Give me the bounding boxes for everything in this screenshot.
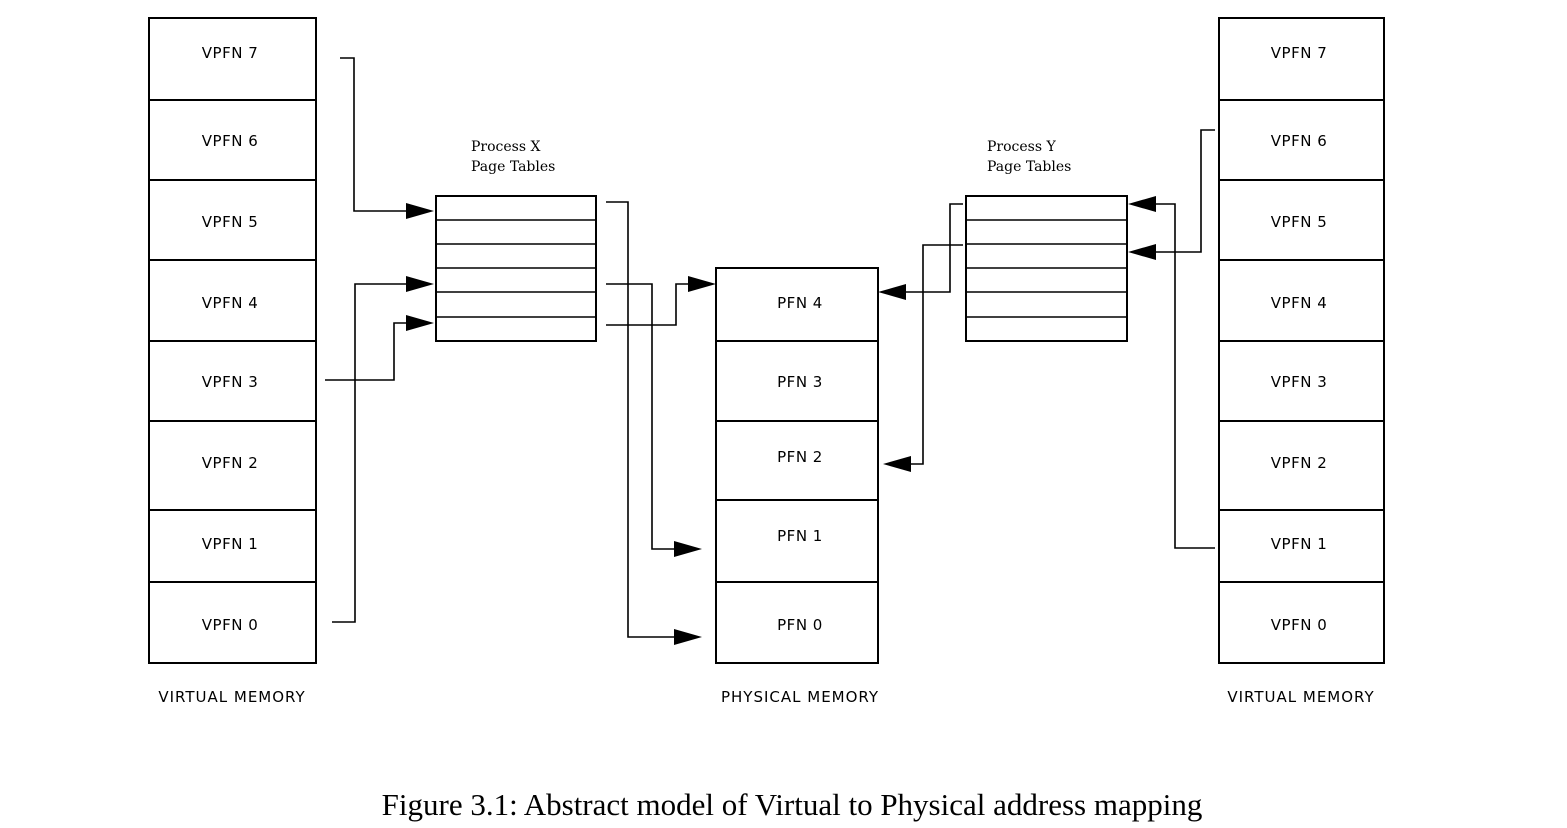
virtual-memory-left: VPFN 7 VPFN 6 VPFN 5 VPFN 4 VPFN 3 VPFN … xyxy=(148,17,317,664)
physical-memory-frame xyxy=(715,267,879,664)
arrowhead-icon xyxy=(1128,244,1156,260)
vm-left-cell-vpfn4: VPFN 4 xyxy=(202,294,258,312)
virtual-memory-right: VPFN 7 VPFN 6 VPFN 5 VPFN 4 VPFN 3 VPFN … xyxy=(1218,17,1385,664)
arrowhead-icon xyxy=(1128,196,1156,212)
pm-cell-pfn2: PFN 2 xyxy=(777,448,823,466)
vm-right-cell-vpfn4: VPFN 4 xyxy=(1271,294,1327,312)
arrowhead-icon xyxy=(883,456,911,472)
vm-right-cell-vpfn6: VPFN 6 xyxy=(1271,132,1327,150)
vm-left-cell-vpfn3: VPFN 3 xyxy=(202,373,258,391)
process-y-title-line2: Page Tables xyxy=(987,159,1071,175)
vm-left-cell-vpfn7: VPFN 7 xyxy=(202,44,258,62)
process-x-title-line1: Process X xyxy=(471,139,540,155)
arrowhead-icon xyxy=(878,284,906,300)
figure-caption: Figure 3.1: Abstract model of Virtual to… xyxy=(382,787,1203,822)
physical-memory: PFN 4 PFN 3 PFN 2 PFN 1 PFN 0 xyxy=(715,267,879,664)
connector-x-pte3-to-pfn1 xyxy=(606,283,702,557)
arrowhead-icon xyxy=(406,276,434,292)
connector-y-pte-to-pfn2 xyxy=(883,244,963,472)
vm-right-cell-vpfn3: VPFN 3 xyxy=(1271,373,1327,391)
arrowhead-icon xyxy=(674,629,702,645)
connector-x-pte5-to-pfn4 xyxy=(606,276,716,326)
pm-cell-pfn4: PFN 4 xyxy=(777,294,823,312)
virtual-memory-right-label: VIRTUAL MEMORY xyxy=(1227,688,1374,706)
arrowhead-icon xyxy=(688,276,716,292)
vm-left-cell-vpfn5: VPFN 5 xyxy=(202,213,258,231)
vm-right-cell-vpfn1: VPFN 1 xyxy=(1271,535,1327,553)
vm-left-cell-vpfn2: VPFN 2 xyxy=(202,454,258,472)
connector-x-vpfn7-to-pte0 xyxy=(340,57,434,219)
pm-cell-pfn0: PFN 0 xyxy=(777,616,823,634)
vm-right-cell-vpfn0: VPFN 0 xyxy=(1271,616,1327,634)
vm-left-cell-vpfn0: VPFN 0 xyxy=(202,616,258,634)
process-x-page-table xyxy=(435,195,597,342)
arrowhead-icon xyxy=(674,541,702,557)
physical-memory-label: PHYSICAL MEMORY xyxy=(721,688,879,706)
vm-left-cell-vpfn1: VPFN 1 xyxy=(202,535,258,553)
vm-right-cell-vpfn2: VPFN 2 xyxy=(1271,454,1327,472)
connector-x-pte0-to-pfn0 xyxy=(606,201,702,645)
pm-cell-pfn3: PFN 3 xyxy=(777,373,823,391)
virtual-memory-left-label: VIRTUAL MEMORY xyxy=(158,688,305,706)
process-y-page-table xyxy=(965,195,1128,342)
arrowhead-icon xyxy=(406,203,434,219)
connector-y-vpfn6-to-pte0 xyxy=(1128,129,1215,260)
vm-left-cell-vpfn6: VPFN 6 xyxy=(202,132,258,150)
connector-x-vpfn3-to-pte5 xyxy=(325,315,434,381)
arrowhead-icon xyxy=(406,315,434,331)
pm-cell-pfn1: PFN 1 xyxy=(777,527,823,545)
vm-right-cell-vpfn7: VPFN 7 xyxy=(1271,44,1327,62)
connector-x-vpfn0-to-pte3 xyxy=(332,276,434,623)
connector-y-pte-to-pfn4 xyxy=(878,203,963,300)
process-y-title-line1: Process Y xyxy=(987,139,1056,155)
vm-right-cell-vpfn5: VPFN 5 xyxy=(1271,213,1327,231)
process-x-title-line2: Page Tables xyxy=(471,159,555,175)
connector-y-vpfn1-to-pte0 xyxy=(1128,196,1215,549)
